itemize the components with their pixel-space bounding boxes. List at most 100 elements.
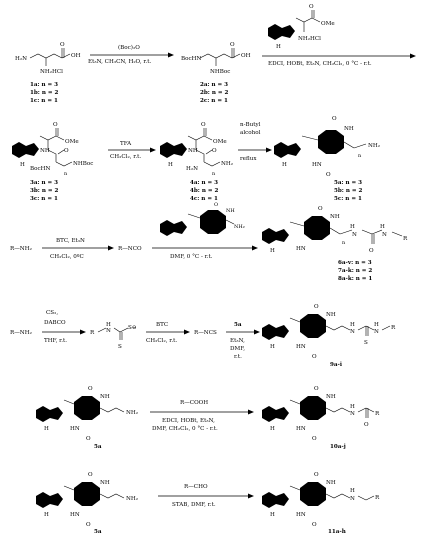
compound-10-n: N [350, 411, 355, 417]
compound-6-o2: O [369, 248, 374, 254]
reagent-cooh-cond-1: EDCI, HOBt, Et₃N, [162, 418, 215, 424]
compound-9-o2: O [312, 354, 317, 360]
compound-3-ome: OMe [65, 139, 79, 145]
reagent-alcohol: alcohol [240, 130, 261, 136]
dtc-h: H [106, 322, 111, 328]
compound-6-o: O [318, 206, 323, 212]
compound-2a-label: 2a: n = 3 [200, 82, 228, 88]
compound-11-o: O [314, 472, 319, 478]
reagent-rt: r.t. [234, 354, 242, 360]
compound-11-label: 11a-h [328, 529, 346, 535]
arrow-1 [90, 52, 174, 58]
reagent-5-nh: NH [226, 208, 235, 214]
compound-3a-label: 3a: n = 3 [30, 180, 58, 186]
compound-4-h: H [168, 162, 173, 168]
compound-10-h: H [350, 404, 355, 410]
compound-4c-label: 4c: n = 1 [190, 196, 218, 202]
trp-nh2hcl: NH₂HCl [298, 36, 321, 42]
compound-6-hn: HN [296, 246, 306, 252]
compound-5c-label: 5c: n = 1 [334, 196, 362, 202]
trp-ome: OMe [321, 21, 335, 27]
compound-3-n: n [64, 171, 68, 177]
dtc-r: R [90, 330, 95, 336]
compound-3-h: H [20, 162, 25, 168]
arrow-4 [238, 147, 272, 153]
compound-5-nh2: NH₂ [368, 143, 380, 149]
row6-5a-label: 5a [94, 529, 102, 535]
row3-r-nco: R—NCO [118, 246, 142, 252]
reagent-5-nh2: NH₂ [234, 224, 245, 230]
row6-5a-o2: O [86, 522, 91, 528]
compound-1-oh: OH [71, 53, 81, 59]
compound-4-h2n: H₂N [186, 166, 198, 172]
compound-1-structure [29, 48, 71, 66]
dtc-s: S [118, 344, 122, 350]
compound-3-o: O [53, 122, 58, 128]
compound-2-bochn: BocHN [181, 56, 201, 62]
compound-3-nhboc: NHBoc [73, 161, 93, 167]
reagent-tfa-cond: CH₂Cl₂, r.t. [110, 154, 141, 160]
compound-1-h2n: H₂N [15, 56, 27, 62]
compound-5a-row6-structure [36, 482, 125, 508]
compound-10-o3: O [364, 422, 369, 428]
compound-8-label: 8a-k: n = 1 [338, 276, 372, 282]
compound-10-label: 10a-j [330, 444, 346, 450]
arrow-9 [226, 329, 260, 335]
trp-ome-structure [268, 10, 321, 40]
compound-7-label: 7a-k: n = 2 [338, 268, 372, 274]
compound-5-o2: O [326, 172, 331, 178]
reagent-cond-2: EDCI, HOBt, Et₃N, CH₂Cl₂, 0 °C - r.t. [268, 61, 372, 67]
arrow-7 [42, 329, 86, 335]
compound-5a-label: 5a: n = 3 [334, 180, 362, 186]
reagent-ch2cl2-0: CH₂Cl₂, 0ºC [50, 253, 84, 260]
compound-1a-label: 1a: n = 3 [30, 82, 58, 88]
row5-5a-o: O [88, 386, 93, 392]
reagent-cs2: CS₂, [46, 310, 58, 316]
compound-10-structure [262, 396, 375, 422]
compound-2-nhboc: NHBoc [210, 69, 230, 75]
row5-5a-nh: NH [100, 394, 110, 400]
reagent-nbutyl: n-Butyl [240, 122, 261, 128]
compound-4-structure [160, 128, 221, 167]
compound-10-hn: HN [296, 426, 306, 432]
reagent-rcho: R—CHO [184, 484, 208, 490]
compound-2-structure [199, 48, 241, 66]
compound-6-h2: H [380, 224, 385, 230]
compound-4-o: O [201, 122, 206, 128]
row5-5a-hn: HN [70, 426, 80, 432]
compound-10-indole-h: H [270, 426, 275, 432]
reagent-dmf: DMF, [230, 346, 245, 352]
arrow-10 [150, 409, 254, 415]
row6-5a-nh: NH [100, 480, 110, 486]
row3-r-nh2: R—NH₂ [10, 246, 32, 252]
compound-3-structure [12, 128, 73, 167]
row4-r-nh2: R—NH₂ [10, 330, 32, 336]
reagent-cooh-cond-2: DMF, CH₂Cl₂, 0 °C - r.t. [152, 426, 218, 432]
compound-9-n2: N [374, 329, 379, 335]
compound-11-hn: HN [296, 512, 306, 518]
compound-3-o2: O [64, 148, 69, 154]
reagent-rcooh: R—COOH [180, 400, 208, 406]
reagent-cond-1: Et₃N, CH₃CN, H₂O, r.t. [88, 59, 151, 65]
compound-6-n2: N [382, 232, 387, 238]
compound-9-label: 9a-i [330, 362, 342, 368]
compound-5-hn: HN [312, 162, 322, 168]
reagent-boc2o: (Boc)₂O [118, 44, 140, 51]
row4-r-ncs: R—NCS [194, 330, 217, 336]
arrow-5 [42, 245, 114, 251]
compound-6-indole-h: H [270, 248, 275, 254]
compound-10-nh: NH [326, 394, 336, 400]
reagent-thf: THF, r.t. [44, 338, 67, 344]
compound-10-r: R [375, 411, 380, 417]
compound-1-o: O [60, 42, 65, 48]
compound-6-label: 6a-v: n = 3 [338, 260, 372, 266]
compound-3b-label: 3b: n = 2 [30, 188, 58, 194]
trp-h: H [276, 44, 281, 50]
row5-5a-indole-h: H [44, 426, 49, 432]
reagent-5-o: O [214, 202, 218, 208]
compound-9-structure [262, 314, 391, 340]
compound-4-nh2: NH₂ [221, 161, 233, 167]
compound-9-o: O [314, 304, 319, 310]
compound-3-nh: NH [40, 148, 50, 154]
